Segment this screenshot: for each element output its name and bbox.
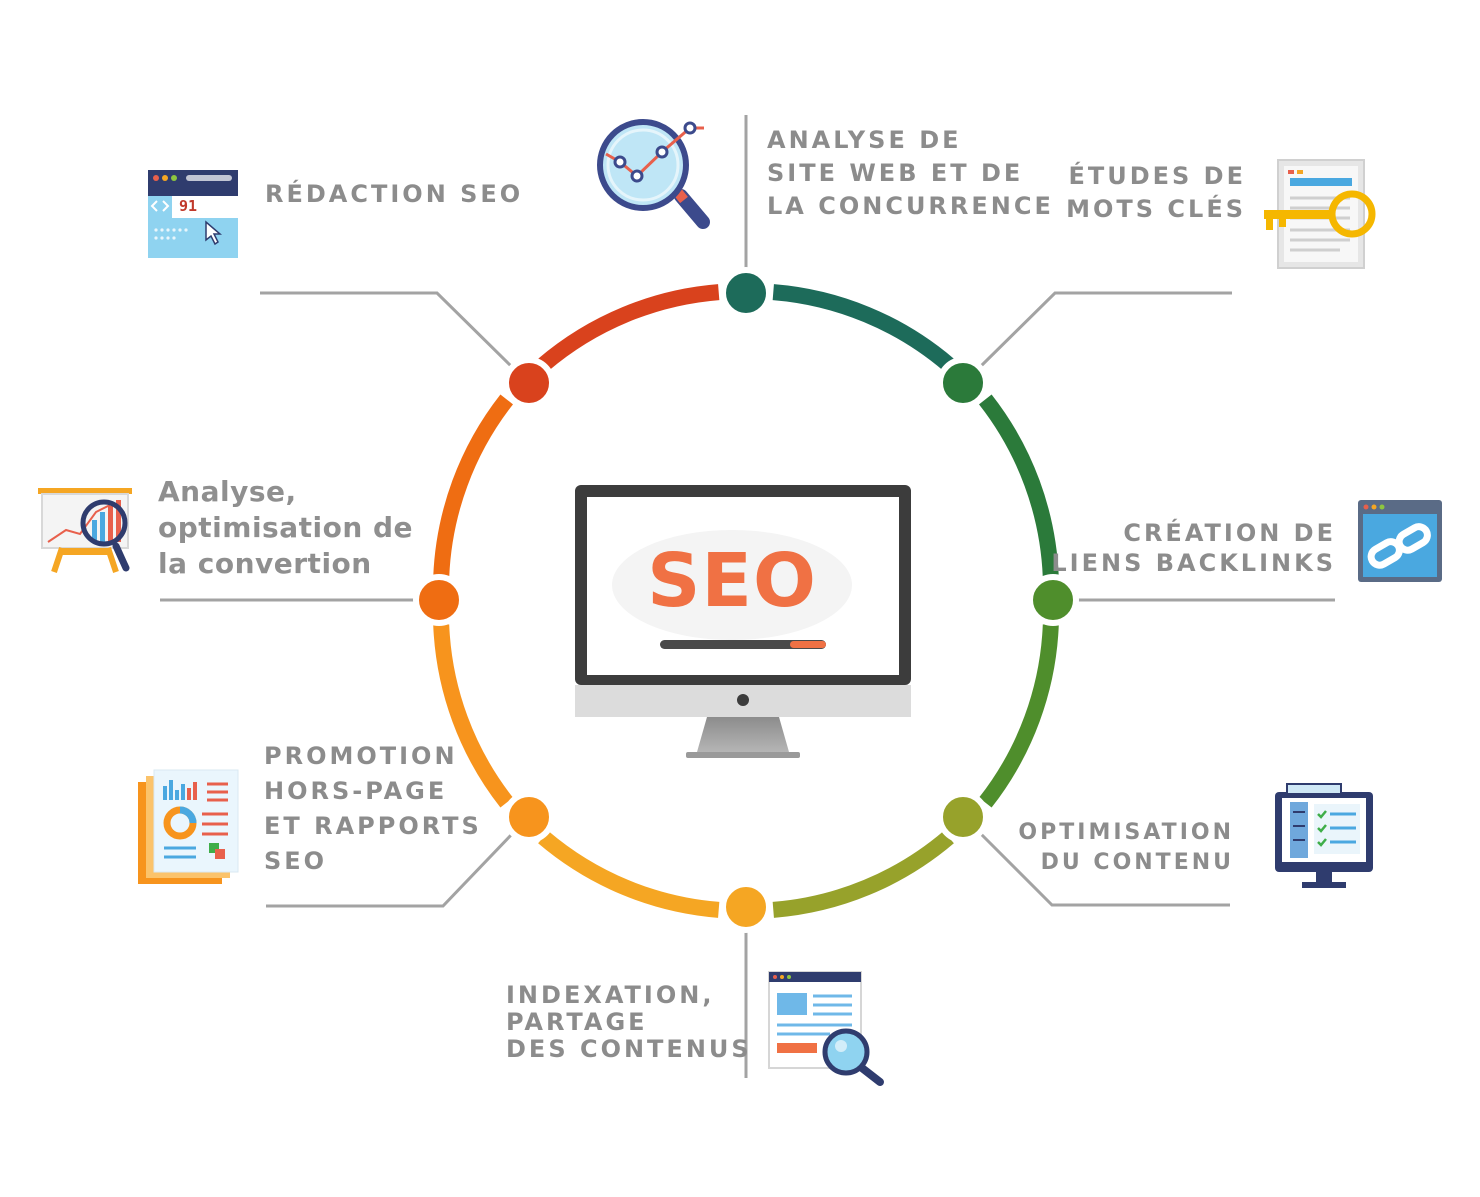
connector-bottom-right [978, 831, 1230, 907]
connector-lines [160, 115, 1335, 1078]
browser-number: 91 [179, 197, 198, 215]
label-line: ANALYSE DE [767, 126, 962, 154]
ring-arc-5 [538, 831, 720, 918]
label-line: la convertion [158, 547, 372, 580]
node-bottom [720, 881, 772, 933]
node-left [413, 574, 465, 626]
progress-track [660, 640, 826, 649]
reports-icon [138, 769, 239, 884]
webpage-search-icon [768, 971, 884, 1086]
seo-center-text: SEO [647, 538, 817, 624]
ring-arc-1 [772, 284, 954, 371]
ring-nodes [413, 267, 1079, 933]
monitor-icon [575, 485, 911, 758]
node-right [1027, 574, 1079, 626]
label-optimisation-contenu: OPTIMISATION DU CONTENU [1000, 818, 1234, 878]
link-icon [1358, 500, 1442, 582]
label-line: OPTIMISATION [1018, 820, 1234, 845]
label-line: INDEXATION, [506, 981, 715, 1009]
label-line: PARTAGE [506, 1008, 648, 1036]
key-document-icon [1264, 159, 1376, 269]
ring [433, 284, 1059, 918]
label-analyse-site: ANALYSE DE SITE WEB ET DE LA CONCURRENCE [767, 124, 1054, 223]
browser-editor-icon [148, 170, 238, 258]
label-line: CRÉATION DE [1123, 519, 1336, 547]
ring-arc-3 [979, 624, 1059, 808]
ring-arc-6 [433, 624, 513, 808]
node-top-right [937, 357, 989, 409]
label-line: Analyse, [158, 475, 297, 508]
connector-top-right [978, 291, 1232, 369]
label-redaction: RÉDACTION SEO [265, 178, 523, 211]
label-line: LIENS BACKLINKS [1051, 549, 1336, 577]
label-line: HORS-PAGE [264, 777, 448, 805]
label-promotion: PROMOTION HORS-PAGE ET RAPPORTS SEO [264, 739, 482, 879]
label-line: MOTS CLÉS [1066, 195, 1246, 223]
label-line: DU CONTENU [1040, 850, 1234, 875]
progress-fill [790, 641, 826, 648]
ring-arc-2 [979, 394, 1059, 578]
connector-bottom-left [266, 831, 515, 908]
ring-arc-4 [772, 831, 954, 918]
magnifier-chart-icon [597, 119, 710, 229]
label-line: LA CONCURRENCE [767, 192, 1054, 220]
label-line: DES CONTENUS [506, 1035, 752, 1063]
node-top [720, 267, 772, 319]
ring-arc-8 [538, 284, 720, 371]
label-line: PROMOTION [264, 742, 458, 770]
label-line: ET RAPPORTS [264, 812, 482, 840]
label-indexation: INDEXATION, PARTAGE DES CONTENUS [506, 982, 752, 1063]
label-line: optimisation de [158, 511, 414, 544]
label-etudes-mots: ÉTUDES DE MOTS CLÉS [1030, 160, 1246, 226]
label-line: SEO [264, 847, 328, 875]
label-line: ÉTUDES DE [1068, 162, 1246, 190]
checklist-monitor-icon [1275, 783, 1373, 888]
ring-arc-7 [433, 394, 513, 578]
label-line: RÉDACTION SEO [265, 180, 524, 208]
label-line: SITE WEB ET DE [767, 159, 1024, 187]
connector-top-left [260, 291, 514, 369]
presentation-analytics-icon [38, 488, 132, 573]
label-analyse-conversion: Analyse, optimisation de la convertion [158, 474, 413, 582]
label-creation-liens: CRÉATION DE LIENS BACKLINKS [1040, 518, 1336, 578]
node-top-left [503, 357, 555, 409]
node-bottom-left [503, 791, 555, 843]
node-bottom-right [937, 791, 989, 843]
